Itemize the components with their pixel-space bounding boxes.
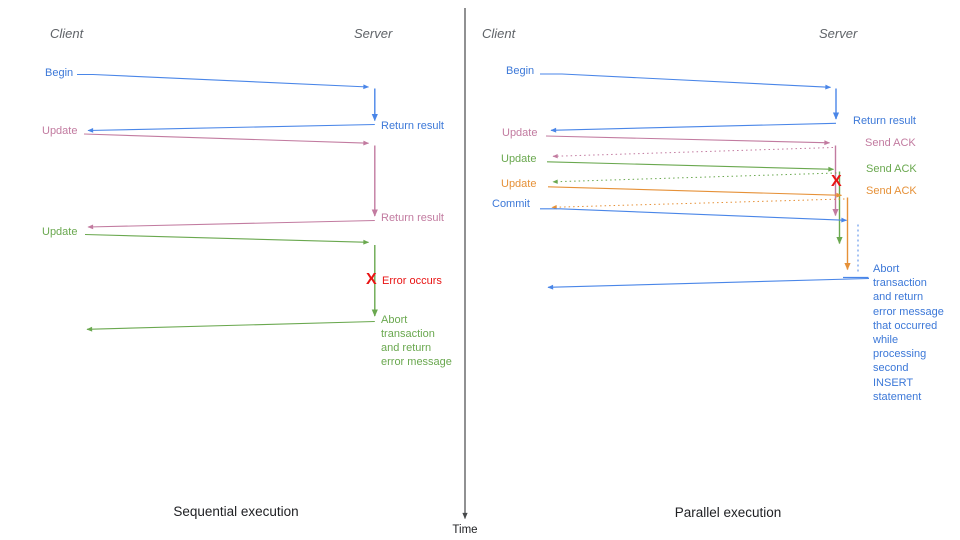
left-abort-message: Abort transaction and return error messa… (381, 314, 452, 368)
right-error-x-icon: X (831, 173, 842, 190)
left-return-result-1-label: Return result (381, 120, 444, 132)
right-diagram-title: Parallel execution (674, 505, 782, 520)
right-return-result-line (550, 122, 837, 133)
right-client-header: Client (482, 26, 516, 41)
right-update-2-label: Update (501, 153, 537, 165)
left-update-1-request-line (83, 133, 370, 146)
left-begin-label: Begin (45, 67, 74, 79)
right-send-ack-3-label: Send ACK (866, 185, 917, 197)
right-commit-label: Commit (492, 198, 530, 210)
right-server-header: Server (819, 26, 858, 41)
right-send-ack-2-label: Send ACK (866, 163, 917, 175)
left-return-result-2-line (87, 219, 375, 230)
left-update-2-request-line (84, 233, 370, 245)
right-return-result-label: Return result (853, 115, 916, 127)
right-commit-request-line (540, 208, 848, 223)
right-begin-request-line (540, 73, 832, 90)
right-abort-return-line (547, 277, 870, 290)
right-send-ack-2-line (552, 172, 837, 184)
left-begin-request-line (77, 73, 370, 90)
left-server-header: Server (354, 26, 393, 41)
right-update-1-request-line (545, 135, 831, 146)
right-send-ack-3-line (551, 198, 845, 210)
left-client-header: Client (50, 26, 84, 41)
right-update-2-request-line (546, 161, 835, 172)
right-update-1-label: Update (502, 127, 538, 139)
left-error-occurs-label: Error occurs (382, 275, 442, 287)
left-return-result-1-line (87, 123, 375, 133)
right-send-ack-1-line (552, 147, 834, 159)
left-return-result-2-label: Return result (381, 212, 444, 224)
right-begin-label: Begin (506, 65, 535, 77)
right-update-3-request-line (547, 186, 843, 198)
left-diagram-title: Sequential execution (173, 504, 299, 519)
right-send-ack-1-label: Send ACK (865, 137, 916, 149)
left-update-2-label: Update (42, 226, 78, 238)
left-error-x-icon: X (366, 271, 377, 288)
time-axis-label: Time (452, 524, 478, 536)
left-update-1-label: Update (42, 125, 78, 137)
right-update-3-label: Update (501, 178, 537, 190)
left-abort-return-line (86, 320, 375, 332)
right-abort-message: Abort transaction and return error messa… (873, 263, 944, 403)
